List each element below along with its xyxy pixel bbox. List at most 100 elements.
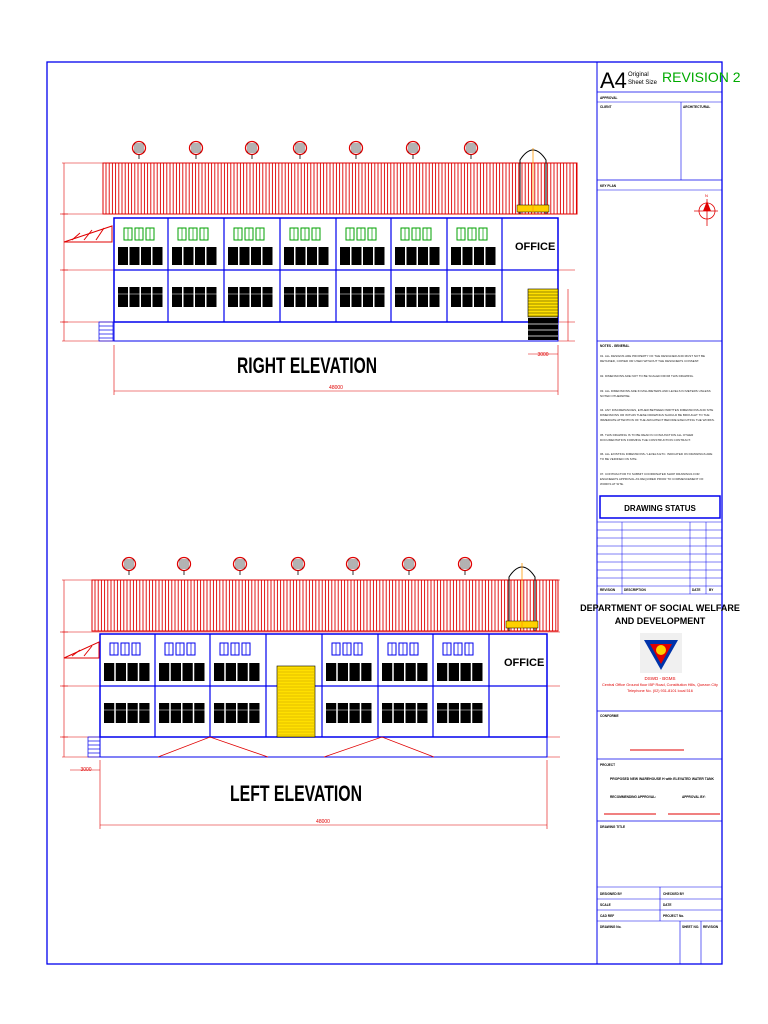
entrance-canopy-icon — [63, 225, 113, 243]
window-bay — [172, 227, 217, 307]
ventilator-icon — [457, 556, 473, 575]
window-bay — [118, 227, 163, 307]
address-line-2: Telephone No. (02) 931-8101 local 516 — [627, 689, 693, 693]
left-elevation: OFFICE 48000 3000 LEFT ELEVATION — [60, 556, 560, 829]
project-name: PROPOSED NEW WAREHOUSE H with ELEVATED W… — [610, 777, 714, 781]
note-line: 04. ANY DISCREPANCIES, EITHER BETWEEN WR… — [600, 408, 713, 412]
ventilator-icon — [131, 140, 147, 159]
window-bay — [228, 227, 273, 307]
window-bay — [326, 642, 372, 723]
status-col-revision: REVISION — [600, 588, 616, 592]
recommending-approval-label: RECOMMENDING APPROVAL: — [610, 795, 656, 799]
overall-dimension: 48000 — [316, 819, 330, 825]
title-block: A4 Original Sheet Size REVISION 2 APPROV… — [580, 62, 741, 964]
note-line: ENGINEER'S APPROVAL AS REQUIRED PRIOR TO… — [600, 477, 704, 481]
general-notes: 01. ALL DESIGNS ARE PROPERTY OF THE DESI… — [600, 354, 715, 486]
north-label: N — [705, 193, 708, 198]
sheet-border — [46, 61, 723, 965]
ventilator-icon — [232, 556, 248, 575]
ventilator-icon — [290, 556, 306, 575]
bottom-table-grid — [597, 886, 722, 964]
note-line: NOTED OTHERWISE. — [600, 394, 630, 398]
ventilator-icon — [401, 556, 417, 575]
note-line: 03. ALL DIMENSIONS ARE IN MILLIMETERS AN… — [600, 389, 711, 393]
ventilator-icon — [188, 140, 204, 159]
sheet-size-note-2: Sheet Size — [628, 80, 658, 86]
revision-label: REVISION 2 — [662, 69, 741, 85]
status-col-description: DESCRIPTION — [624, 588, 646, 592]
note-line: DOCUMENTATION FORMING THE CONSTRUCTION C… — [600, 438, 691, 442]
ventilator-icon — [463, 140, 479, 159]
scale-label: SCALE — [600, 903, 611, 907]
entry-stairs — [87, 736, 101, 758]
sheet-no-label: SHEET NO. — [682, 925, 699, 929]
ventilator-icon — [345, 556, 361, 575]
entry-stairs — [98, 321, 114, 342]
window-bay — [451, 227, 496, 307]
status-col-date: DATE — [692, 588, 700, 592]
office-label: OFFICE — [515, 241, 555, 253]
building-frame — [113, 217, 559, 342]
note-line: 01. ALL DESIGNS ARE PROPERTY OF THE DESI… — [600, 354, 705, 358]
roof-ventilators — [131, 140, 479, 159]
ventilator-icon — [348, 140, 364, 159]
note-line: 07. CONTRACTOR TO SUBMIT COORDINATED SHO… — [600, 472, 700, 476]
window-bay — [104, 642, 150, 723]
address-line-1: Central Office Ground floor IBP Road, Co… — [602, 683, 718, 687]
drawing-status-title: DRAWING STATUS — [624, 504, 696, 513]
roof-ventilators — [121, 556, 473, 575]
sheet-size-note-1: Original — [628, 72, 649, 78]
window-bay — [159, 642, 205, 723]
drawing-title-label: DRAWING TITLE — [600, 825, 625, 829]
ventilator-icon — [244, 140, 260, 159]
water-tank-tower — [505, 563, 539, 631]
department-line-2: AND DEVELOPMENT — [615, 616, 706, 626]
office-code: DSWD - BGMS — [645, 676, 676, 681]
ventilator-icon — [176, 556, 192, 575]
architectural-label: ARCHITECTURAL — [683, 105, 710, 109]
project-no-label: PROJECT No. — [663, 914, 684, 918]
notes-heading: NOTES - GENERAL — [600, 344, 629, 348]
window-bay — [437, 642, 483, 723]
approval-label: APPROVAL — [600, 96, 618, 100]
window-bay — [340, 227, 385, 307]
window-bays — [104, 642, 483, 723]
note-line: TO BE VERIFIED ON SITE. — [600, 457, 637, 461]
client-label: CLIENT — [600, 105, 612, 109]
dswd-logo-icon — [640, 633, 682, 673]
office-door — [527, 288, 559, 340]
entrance-canopy-icon — [63, 641, 100, 659]
north-arrow-icon — [694, 199, 718, 226]
note-line: WORKS AT SITE. — [600, 482, 624, 486]
note-line: RETAINED, COPIED OR USED WITHOUT THE DES… — [600, 359, 699, 363]
elevation-title: LEFT ELEVATION — [230, 781, 362, 806]
note-line: 02. DIMENSIONS ARE NOT TO BE SCALED FROM… — [600, 374, 694, 378]
note-line: 06. ALL EXISTING DIMENSIONS / LEVELS ETC… — [600, 452, 712, 456]
window-bay — [395, 227, 440, 307]
department-line-1: DEPARTMENT OF SOCIAL WELFARE — [580, 603, 740, 613]
status-table — [597, 521, 722, 595]
note-line: DIMENSIONS OR WITHIN THESE DRAWINGS SHOU… — [600, 413, 709, 417]
sheet-size-label: A4 — [600, 68, 627, 93]
elevation-title: RIGHT ELEVATION — [237, 353, 377, 378]
ventilator-icon — [405, 140, 421, 159]
water-tank-tower — [516, 148, 550, 214]
note-line: IMMEDIATE ATTENTION OF THE ARCHITECT BEF… — [600, 418, 715, 422]
roof-sheeting — [102, 162, 578, 215]
key-plan-label: KEY PLAN — [600, 184, 617, 188]
roof-sheeting — [91, 579, 559, 632]
dimension-lines — [60, 580, 548, 829]
approval-by-label: APPROVAL BY: — [682, 795, 706, 799]
checked-by-label: CHECKED BY — [663, 892, 685, 896]
office-label: OFFICE — [504, 657, 544, 669]
conforme-label: CONFORME — [600, 714, 619, 718]
window-bay — [284, 227, 329, 307]
dimension-lines — [60, 163, 569, 395]
revision-no-label: REVISION — [703, 925, 719, 929]
side-dimension: 3000 — [80, 767, 91, 773]
window-bay — [382, 642, 428, 723]
ventilator-icon — [121, 556, 137, 575]
ventilator-icon — [292, 140, 308, 159]
drawing-no-label: DRAWING No. — [600, 925, 622, 929]
